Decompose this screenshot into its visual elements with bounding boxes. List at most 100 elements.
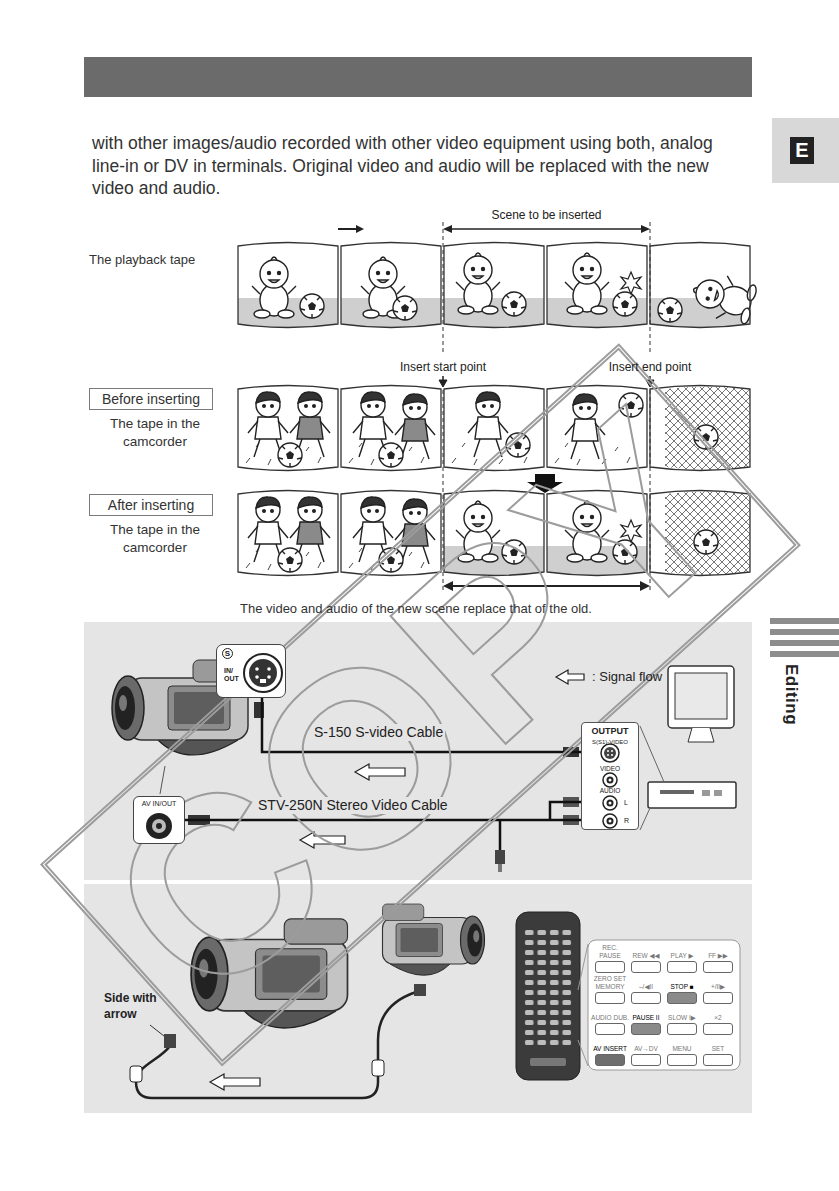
text-label: with other images/audio recorded with ot… [92, 132, 742, 200]
remote-button [703, 992, 733, 1004]
node-text: AUDIO DUB. [592, 1005, 628, 1021]
node-text: L [624, 799, 628, 807]
insert-point-arrows [439, 376, 654, 387]
av-terminal-callout: AV IN/OUT [133, 796, 185, 844]
node-text: REW ◀◀ [628, 943, 664, 959]
node-text: R [624, 817, 629, 825]
cable-label: STV-250N Stereo Video Cable [256, 797, 450, 814]
remote-key: +/II▶ [701, 974, 735, 1004]
remote-key: FF ▶▶ [701, 943, 735, 973]
node-text: PLAY ▶ [664, 943, 700, 959]
signal-arrow [210, 1074, 260, 1090]
leader-line [150, 1025, 164, 1036]
text-label: The tape in the camcorder [95, 521, 215, 557]
remote-button [667, 1054, 697, 1066]
remote-key: REW ◀◀ [629, 943, 663, 973]
scene-span-arrow [443, 225, 650, 233]
playback-tape-strip [238, 243, 758, 328]
node-text: –/◀II [628, 974, 664, 990]
remote-button [595, 961, 625, 973]
remote-button [703, 1054, 733, 1066]
remote-button [631, 961, 661, 973]
text-label: Insert start point [383, 360, 503, 374]
text-label: Editing [781, 664, 801, 725]
node-text: Before inserting [102, 391, 200, 408]
cable-label: S-150 S-video Cable [312, 724, 445, 741]
camcorder-tape-before [238, 386, 750, 471]
remote-button [667, 961, 697, 973]
node-text: S(S1)-VIDEO [582, 739, 638, 746]
node-text: ×2 [700, 1005, 736, 1021]
figure-caption: The video and audio of the new scene rep… [240, 601, 592, 617]
node-text: After inserting [108, 497, 194, 514]
section-stripes [770, 618, 839, 657]
legend-signal-arrow [556, 670, 584, 684]
signal-arrow [355, 764, 405, 780]
node-text: AV IN/OUT [134, 800, 184, 808]
node-text: AUDIO [582, 787, 638, 794]
node-text: AV INSERT [592, 1036, 628, 1052]
remote-button [631, 992, 661, 1004]
legend-text: : Signal flow [592, 669, 662, 685]
dv-cable [130, 984, 426, 1098]
signal-arrow [300, 832, 345, 848]
insert-guide-lines [443, 222, 650, 590]
remote-key: PLAY ▶ [665, 943, 699, 973]
dv-connection-panel [84, 884, 752, 1113]
cable-plugs [188, 702, 581, 872]
text-label: Insert end point [590, 360, 710, 374]
remote-button-panel [588, 940, 740, 1070]
remote-button [703, 1023, 733, 1035]
remote-key: REC. PAUSE [593, 943, 627, 973]
replace-arrow [527, 474, 563, 493]
cable [262, 698, 581, 752]
remote-key: STOP ■ [665, 974, 699, 1004]
remote-key: AUDIO DUB. [593, 1005, 627, 1035]
node-text: IN/ OUT [224, 667, 242, 683]
remote-key: AV INSERT [593, 1036, 627, 1066]
remote-button [667, 992, 697, 1004]
node-text: REC. PAUSE [592, 943, 628, 959]
node-text: SET [700, 1036, 736, 1052]
text-label: The playback tape [89, 252, 195, 268]
remote-key: ZERO SET MEMORY [593, 974, 627, 1004]
node-text: STOP ■ [664, 974, 700, 990]
new-scene-span-arrow [443, 581, 650, 591]
text-label: The tape in the camcorder [95, 415, 215, 451]
node-text: PAUSE II [628, 1005, 664, 1021]
remote-key: –/◀II [629, 974, 663, 1004]
node-text: OUTPUT [582, 726, 638, 736]
tape-direction-arrow [338, 225, 364, 233]
tv-and-vcr [640, 666, 736, 830]
remote-key: SLOW I▶ [665, 1005, 699, 1035]
text-label: E [790, 137, 814, 164]
output-panel: OUTPUT S(S1)-VIDEO VIDEO AUDIO L R [581, 722, 639, 830]
remote-button [631, 1023, 661, 1035]
node-text: SLOW I▶ [664, 1005, 700, 1021]
remote-control [516, 912, 580, 1080]
language-tab [772, 118, 839, 183]
terminal-leader [160, 766, 165, 794]
header-bar [84, 57, 752, 97]
camcorder-drawing [383, 904, 485, 975]
camcorder-tape-after [238, 491, 750, 576]
node-text: ZERO SET MEMORY [592, 974, 628, 990]
remote-key: SET [701, 1036, 735, 1066]
node-text: MENU [664, 1036, 700, 1052]
state-box: After inserting [89, 494, 213, 516]
connection-panel [84, 622, 752, 880]
remote-button [595, 992, 625, 1004]
remote-button [595, 1023, 625, 1035]
remote-key: AV→DV [629, 1036, 663, 1066]
remote-key: MENU [665, 1036, 699, 1066]
node-text: AV→DV [628, 1036, 664, 1052]
text-label: Side with arrow [104, 990, 168, 1022]
text-label: S [222, 648, 233, 659]
remote-button [667, 1023, 697, 1035]
cable [185, 819, 581, 822]
node-text: VIDEO [582, 765, 638, 772]
camcorder-drawing [191, 919, 347, 1028]
remote-button [595, 1054, 625, 1066]
remote-button [631, 1054, 661, 1066]
